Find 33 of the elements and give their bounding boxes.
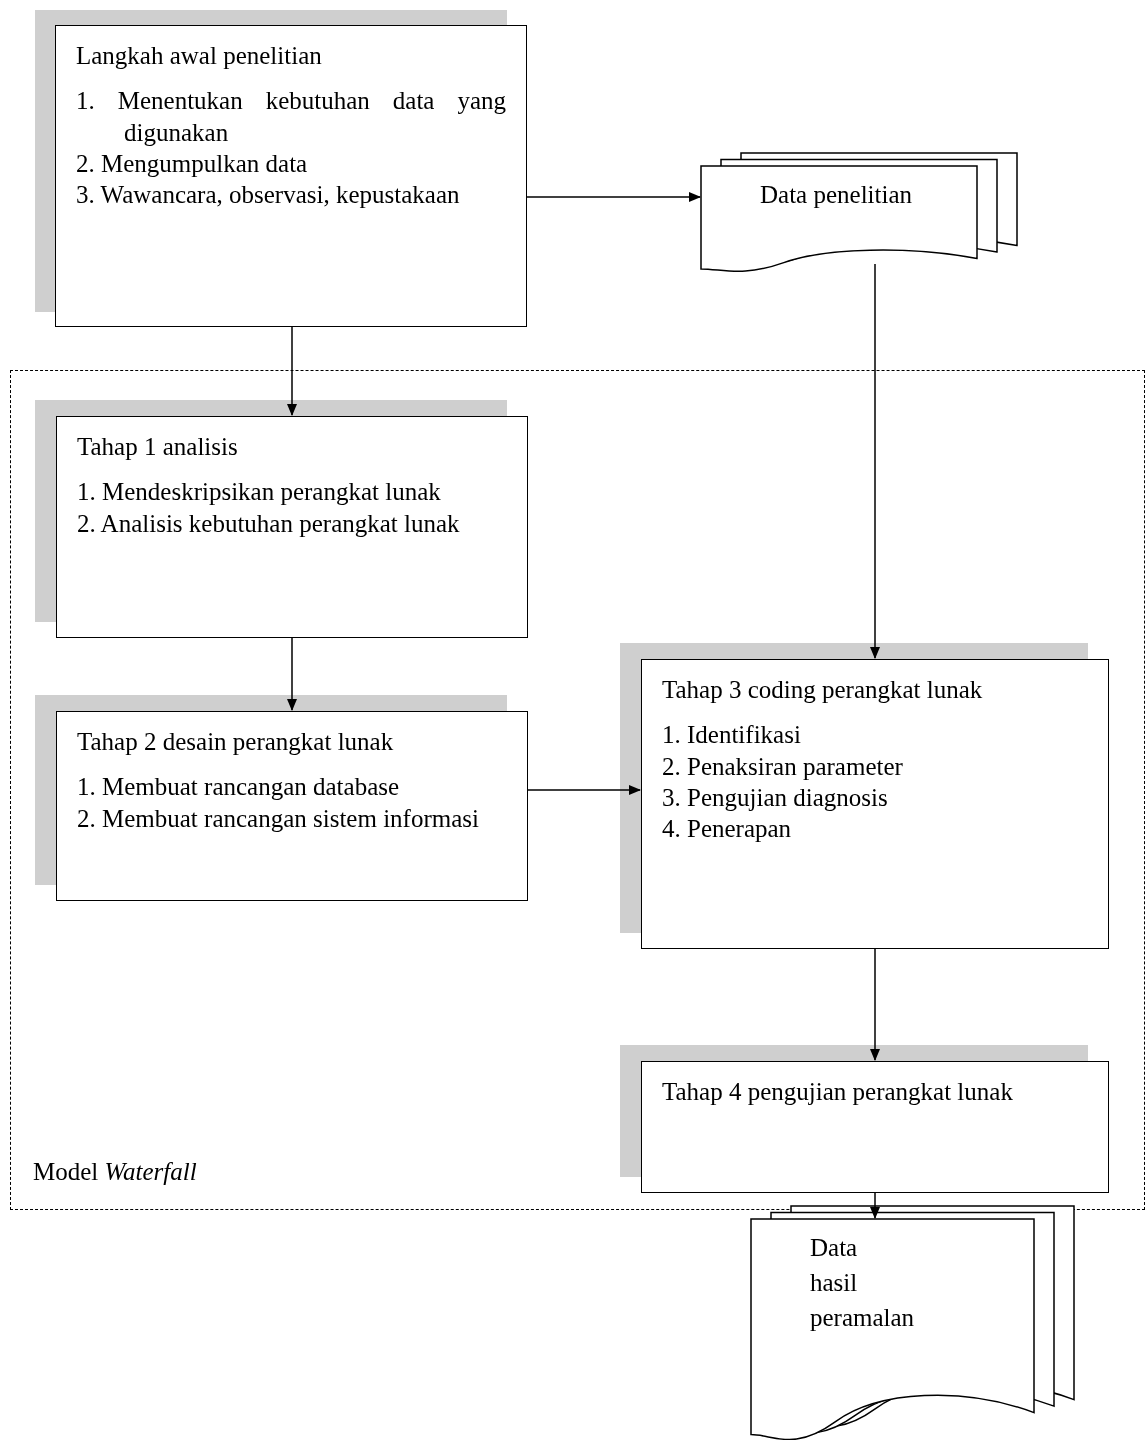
list-item: 4. Penerapan: [662, 814, 793, 844]
region-label: Model Waterfall: [33, 1157, 197, 1187]
arrow: [870, 263, 880, 659]
list-item: 1. Membuat rancangan database: [77, 772, 401, 803]
box-heading: Tahap 1 analisis: [77, 432, 239, 462]
list-item: 3. Wawancara, observasi, kepustakaan: [76, 180, 461, 210]
box-heading: Tahap 2 desain perangkat lunak: [77, 727, 395, 757]
process-box: [56, 711, 528, 901]
process-box: [641, 1061, 1109, 1193]
process-box: [641, 659, 1109, 949]
arrow: [870, 1191, 880, 1219]
multi-document: [750, 1205, 1075, 1440]
box-heading: Tahap 4 pengujian perangkat lunak: [662, 1077, 1014, 1107]
list-item: 1. Menentukan kebutuhan data yang digunakan: [76, 86, 506, 148]
arrow: [287, 326, 297, 416]
arrow: [526, 192, 701, 202]
list-item: 1. Identifikasi: [662, 720, 802, 751]
process-box: [56, 416, 528, 638]
list-item: 2. Membuat rancangan sistem informasi: [77, 803, 480, 834]
list-item: 3. Pengujian diagnosis: [662, 782, 889, 813]
dashed-region: [10, 370, 1145, 1210]
process-box: [55, 25, 527, 327]
box-heading: Tahap 3 coding perangkat lunak: [662, 675, 984, 705]
multi-document: [700, 152, 1018, 272]
list-item: 2. Analisis kebutuhan perangkat lunak: [77, 508, 461, 539]
arrow: [526, 785, 641, 795]
box-heading: Langkah awal penelitian: [76, 41, 323, 71]
arrow: [287, 636, 297, 711]
list-item: 1. Mendeskripsikan perangkat lunak: [77, 477, 442, 508]
list-item: 2. Penaksiran parameter: [662, 751, 904, 782]
list-item: 2. Mengumpulkan data: [76, 148, 309, 179]
document-label: Data penelitian: [760, 180, 913, 210]
arrow: [870, 947, 880, 1061]
